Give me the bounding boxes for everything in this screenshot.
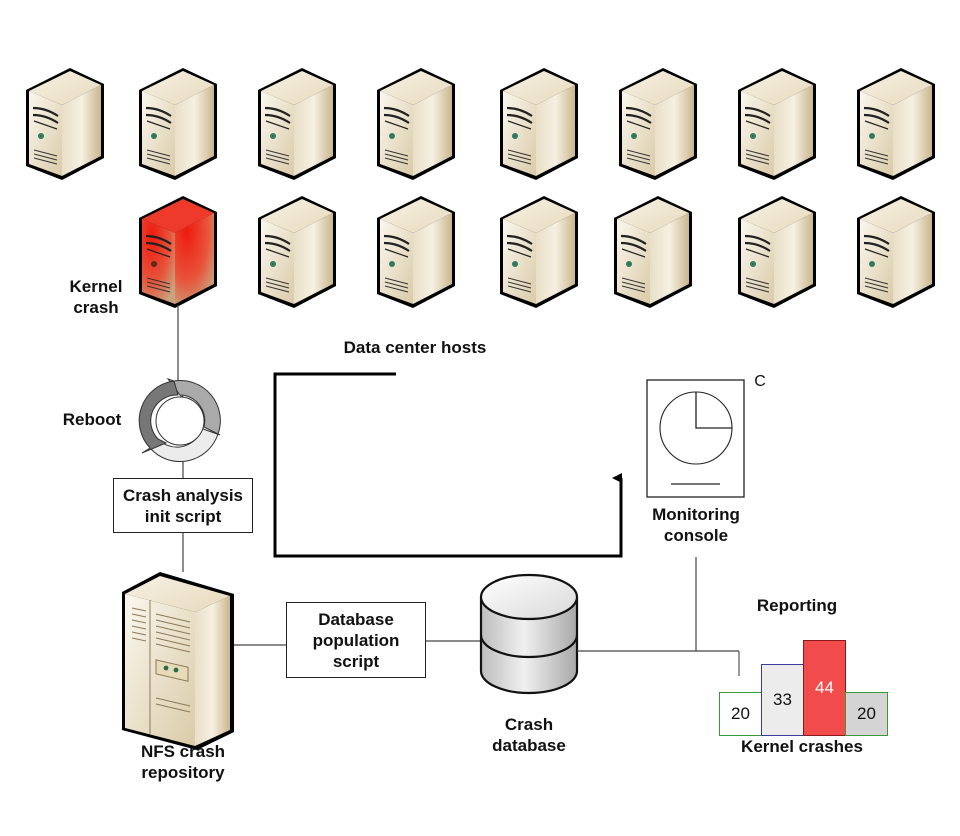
chart-x-label: Kernel crashes (741, 737, 863, 756)
chart-bar: 44 (803, 640, 846, 736)
host-server-icon[interactable] (258, 68, 336, 180)
data-center-hosts-label: Data center hosts (343, 338, 487, 357)
chart-bar-value-label: 44 (815, 678, 834, 697)
database-population-script-box[interactable]: Database population script (286, 602, 426, 678)
host-server-icon[interactable] (500, 68, 578, 180)
monitoring-console-icon (646, 379, 745, 498)
host-server-icon[interactable] (614, 196, 692, 308)
crash-analysis-init-script-box[interactable]: Crash analysis init script (113, 478, 253, 533)
host-server-icon[interactable] (619, 68, 697, 180)
host-server-icon[interactable] (377, 196, 455, 308)
crash-database-label: Crash database (492, 715, 566, 755)
nfs-server-icon (122, 572, 234, 750)
kernel-crash-label: Kernel crash (69, 277, 123, 317)
host-server-icon[interactable] (139, 68, 217, 180)
chart-bar: 33 (761, 664, 804, 736)
host-row-1 (26, 68, 935, 180)
monitoring-console-label: Monitoring console (652, 505, 740, 545)
host-server-icon[interactable] (857, 68, 935, 180)
crash-database-icon (479, 573, 579, 695)
chart-bar: 20 (845, 692, 888, 736)
reboot-cycle-icon (138, 378, 221, 462)
host-server-icon[interactable] (258, 196, 336, 308)
nfs-crash-repository-label: NFS crash repository (140, 742, 226, 782)
chart-bar-value-label: 33 (773, 690, 792, 709)
console-corner-mark: C (754, 373, 766, 390)
chart-bar-value-label: 20 (857, 704, 876, 723)
host-server-icon[interactable] (738, 196, 816, 308)
chart-bar-value-label: 20 (731, 704, 750, 723)
reboot-label: Reboot (62, 410, 122, 429)
hosts-to-console-arrow (273, 372, 623, 558)
crashed-host-server-icon[interactable] (139, 196, 217, 308)
host-server-icon[interactable] (857, 196, 935, 308)
host-server-icon[interactable] (26, 68, 104, 180)
reporting-title: Reporting (756, 596, 838, 615)
host-server-icon[interactable] (500, 196, 578, 308)
host-server-icon[interactable] (738, 68, 816, 180)
chart-bar: 20 (719, 692, 762, 736)
host-row-2 (139, 196, 935, 308)
host-server-icon[interactable] (377, 68, 455, 180)
